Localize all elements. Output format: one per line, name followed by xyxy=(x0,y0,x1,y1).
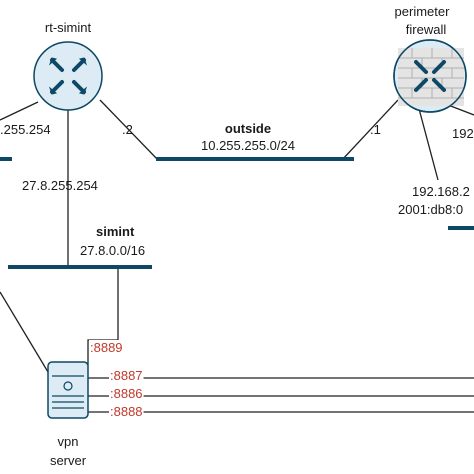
firewall-ip-right-2: 192.168.2 xyxy=(412,184,470,199)
port-label-bg xyxy=(109,404,144,419)
vpn-name-line1: vpn xyxy=(58,434,79,449)
firewall-ip-right-1: 192 xyxy=(452,126,474,141)
port-label-bg xyxy=(109,386,144,401)
router-ip-left: .255.254 xyxy=(0,122,51,137)
port-label-8886: :8886 xyxy=(110,386,143,401)
port-label-8889: :8889 xyxy=(90,340,123,355)
network-simint-cidr: 27.8.0.0/16 xyxy=(80,243,145,258)
firewall-ip-right-3: 2001:db8:0 xyxy=(398,202,463,217)
router-name: rt-simint xyxy=(45,20,92,35)
firewall-ip-left: .1 xyxy=(370,122,381,137)
link-left-vpn xyxy=(0,291,49,373)
router-ip-down: 27.8.255.254 xyxy=(22,178,98,193)
router-arrows-icon xyxy=(48,57,88,95)
port-label-bg xyxy=(109,368,144,383)
link-firewall-down xyxy=(417,104,439,181)
router-rt-simint[interactable]: rt-simint xyxy=(33,20,103,111)
vpn-server[interactable]: vpn server xyxy=(47,361,89,468)
router-icon xyxy=(33,41,103,111)
firewall-name-line1: perimeter xyxy=(395,4,451,19)
power-button-icon xyxy=(63,381,73,391)
port-label-8888: :8888 xyxy=(110,404,143,419)
network-outside-name: outside xyxy=(225,121,271,136)
port-label-bg xyxy=(89,340,124,355)
firewall-arrows-icon xyxy=(414,60,446,92)
link-router-left xyxy=(0,101,39,121)
link-firewall-outside xyxy=(341,99,399,161)
firewall-perimeter[interactable]: perimeter firewall xyxy=(393,4,467,113)
link-router-outside xyxy=(99,99,159,161)
network-outside-cidr: 10.255.255.0/24 xyxy=(201,138,295,153)
firewall-name-line2: firewall xyxy=(406,22,447,37)
brick-wall-icon xyxy=(398,48,464,106)
vpn-name-line2: server xyxy=(50,453,87,468)
router-ip-right: .2 xyxy=(122,122,133,137)
network-simint-name: simint xyxy=(96,224,135,239)
port-label-8887: :8887 xyxy=(110,368,143,383)
